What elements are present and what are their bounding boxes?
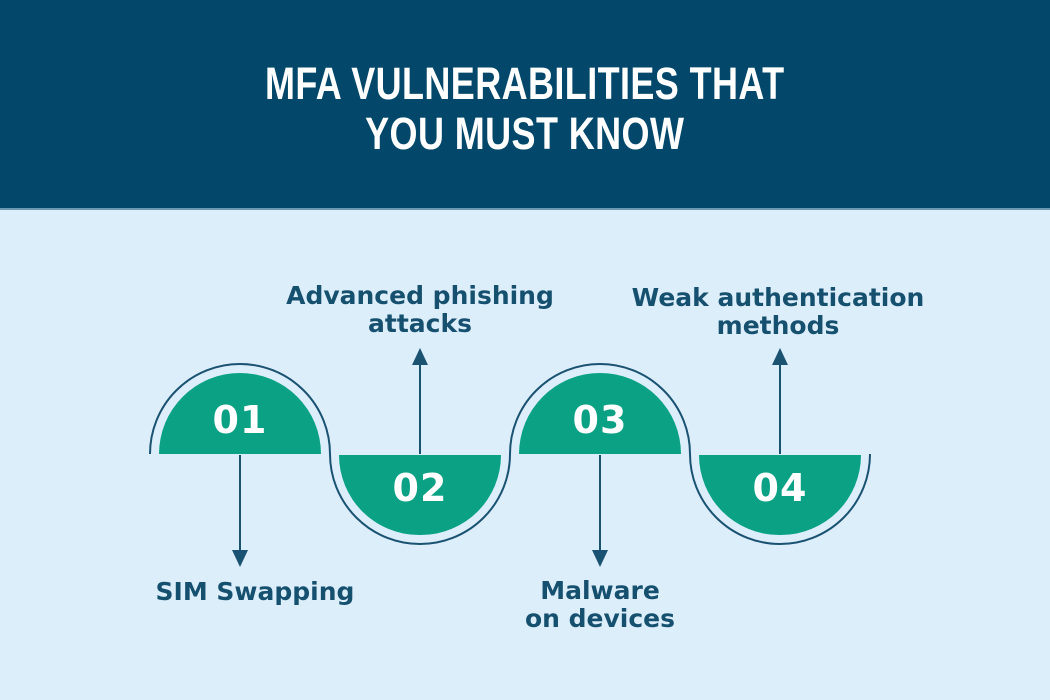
arrow-shaft [239, 455, 241, 550]
arrow-down-icon [592, 455, 608, 567]
step-01-label: SIM Swapping [155, 577, 355, 606]
arrow-shaft [599, 455, 601, 550]
page-title-line1: MFA VULNERABILITIES THAT [265, 58, 785, 109]
wave-outline [149, 363, 871, 545]
arrow-up-icon [772, 348, 788, 454]
step-04-label: Weak authentication methods [631, 283, 925, 340]
step-03-label: Malware on devices [524, 576, 676, 633]
arrow-up-icon [412, 348, 428, 454]
arrow-head [412, 348, 428, 365]
step-02-number: 02 [392, 466, 448, 510]
page-title-line2: YOU MUST KNOW [365, 108, 685, 159]
arrow-head [772, 348, 788, 365]
arrow-head [592, 550, 608, 567]
diagram-area: 01 SIM Swapping 02 Advanced phishing att… [0, 210, 1050, 700]
step-02-label: Advanced phishing attacks [286, 281, 554, 338]
step-04-number: 04 [752, 466, 808, 510]
header-band: MFA VULNERABILITIES THAT YOU MUST KNOW [0, 0, 1050, 210]
arrow-shaft [419, 365, 421, 454]
page-title: MFA VULNERABILITIES THAT YOU MUST KNOW [265, 49, 785, 159]
arrow-head [232, 550, 248, 567]
step-03-number: 03 [572, 397, 628, 442]
arrow-shaft [779, 365, 781, 454]
step-01-number: 01 [212, 397, 268, 442]
arrow-down-icon [232, 455, 248, 567]
